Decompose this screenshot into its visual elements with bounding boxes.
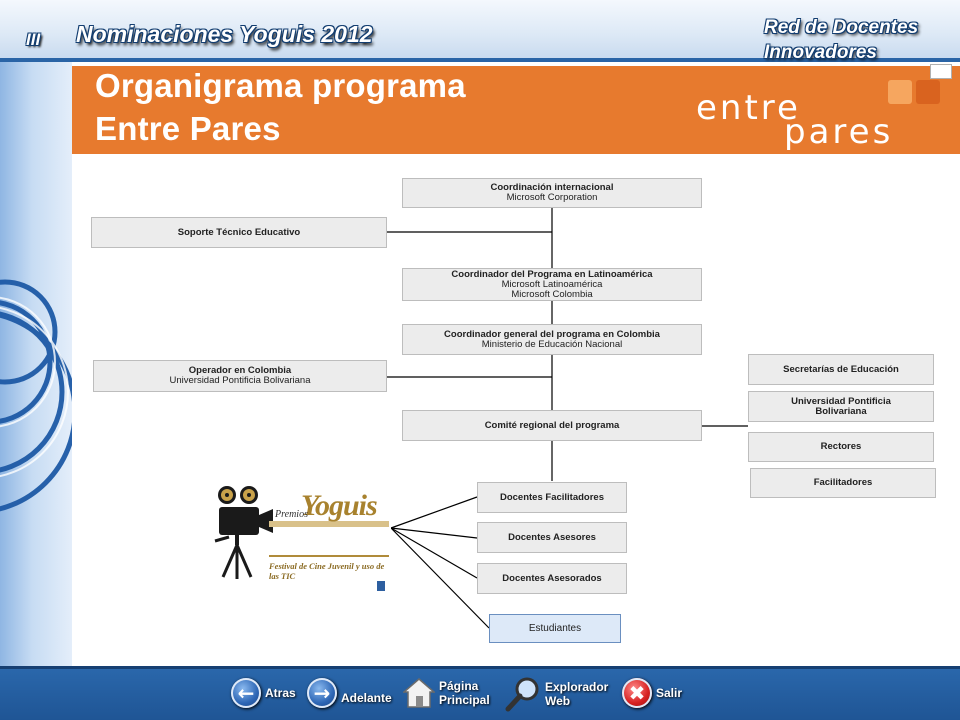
node-title: Universidad Pontificia Bolivariana [791, 395, 891, 417]
web-browser-label: Explorador Web [545, 680, 608, 708]
node-title: Estudiantes [528, 622, 582, 634]
arrow-left-icon: ← [231, 678, 261, 708]
house-icon [403, 678, 435, 708]
node-title: Coordinador general del programa en Colo… [444, 328, 660, 340]
node-title: Soporte Técnico Educativo [177, 226, 301, 238]
top-banner: III Nominaciones Yoguis 2012 Red de Doce… [0, 0, 960, 65]
web-browser-label-line1: Explorador [545, 680, 609, 694]
node-title: Comité regional del programa [484, 419, 620, 431]
close-icon: ✖ [622, 678, 652, 708]
org-node-coordinador-latinoamerica: Coordinador del Programa en Latinoaméric… [402, 268, 702, 301]
node-subtitle: Microsoft Colombia [511, 288, 593, 300]
back-button[interactable]: ← Atras [231, 678, 296, 708]
node-title: Coordinación internacional [490, 182, 614, 193]
yoguis-wordmark: Yoguis [301, 489, 378, 522]
banner-rule [0, 58, 960, 62]
premios-label: Premios [275, 509, 308, 520]
forward-button[interactable]: → Adelante [307, 678, 392, 708]
node-subtitle: Microsoft Latinoamérica [501, 278, 603, 290]
org-node-facilitadores: Facilitadores [750, 468, 936, 498]
node-title: Docentes Asesorados [502, 572, 602, 584]
logo-word-entre: entre [696, 88, 801, 128]
left-decoration [0, 62, 72, 670]
home-label-line2: Principal [439, 693, 490, 707]
slide-title-line2: Entre Pares [95, 110, 281, 147]
exit-label: Salir [656, 686, 683, 700]
magnifier-icon [505, 677, 539, 712]
back-label: Atras [265, 686, 296, 700]
node-title: Docentes Facilitadores [499, 491, 604, 503]
org-node-secretarias: Secretarías de Educación [748, 354, 934, 385]
yoguis-festival-logo: Yoguis Premios Festival de Cine Juvenil … [213, 481, 391, 595]
arrow-right-icon: → [307, 678, 337, 708]
node-title: Facilitadores [813, 477, 873, 488]
logo-word-pares: pares [784, 112, 894, 152]
web-browser-button[interactable]: Explorador Web [505, 676, 608, 712]
org-node-comite-regional: Comité regional del programa [402, 410, 702, 441]
org-node-rectores: Rectores [748, 432, 934, 462]
film-camera-icon [214, 486, 389, 591]
org-node-docentes-asesorados: Docentes Asesorados [477, 563, 627, 594]
node-subtitle: Microsoft Corporation [506, 192, 598, 203]
home-label-line1: Página [439, 679, 479, 693]
bottom-nav-bar: ← Atras → Adelante Página Principal Expl… [0, 666, 960, 720]
org-node-coordinador-colombia: Coordinador general del programa en Colo… [402, 324, 702, 355]
node-title: Coordinador del Programa en Latinoaméric… [451, 268, 653, 280]
logo-square-icon [888, 80, 912, 104]
org-node-upb: Universidad Pontificia Bolivariana [748, 391, 934, 422]
slide-title-line1: Organigrama programa [95, 67, 466, 104]
slide-corner-box [930, 64, 952, 79]
org-node-operador-colombia: Operador en Colombia Universidad Pontifi… [93, 360, 387, 392]
forward-label: Adelante [341, 691, 392, 705]
node-subtitle: Universidad Pontificia Bolivariana [169, 375, 311, 386]
entre-pares-logo: entre pares [676, 66, 960, 154]
festival-tagline: Festival de Cine Juvenil y uso de las TI… [269, 561, 385, 581]
home-label: Página Principal [439, 679, 490, 707]
rings-decoration [0, 279, 72, 512]
exit-button[interactable]: ✖ Salir [622, 678, 682, 708]
node-subtitle: Ministerio de Educación Nacional [481, 338, 623, 350]
network-name: Red de Docentes Innovadores [764, 15, 954, 65]
node-title: Operador en Colombia [188, 365, 292, 376]
logo-square-icon [916, 80, 940, 104]
node-title: Docentes Asesores [508, 531, 596, 543]
banner-title: Nominaciones Yoguis 2012 [76, 21, 373, 47]
org-node-docentes-asesores: Docentes Asesores [477, 522, 627, 553]
org-node-estudiantes: Estudiantes [489, 614, 621, 643]
org-node-coordinacion-internacional: Coordinación internacional Microsoft Cor… [402, 178, 702, 208]
network-name-line2: Innovadores [764, 42, 877, 63]
edition-label: III [26, 30, 41, 49]
org-node-soporte-tecnico: Soporte Técnico Educativo [91, 217, 387, 248]
node-title: Secretarías de Educación [783, 363, 899, 375]
node-title: Rectores [820, 441, 862, 452]
network-name-line1: Red de Docentes [764, 17, 919, 38]
org-node-docentes-facilitadores: Docentes Facilitadores [477, 482, 627, 513]
web-browser-label-line2: Web [545, 694, 571, 708]
home-button[interactable]: Página Principal [403, 677, 490, 709]
